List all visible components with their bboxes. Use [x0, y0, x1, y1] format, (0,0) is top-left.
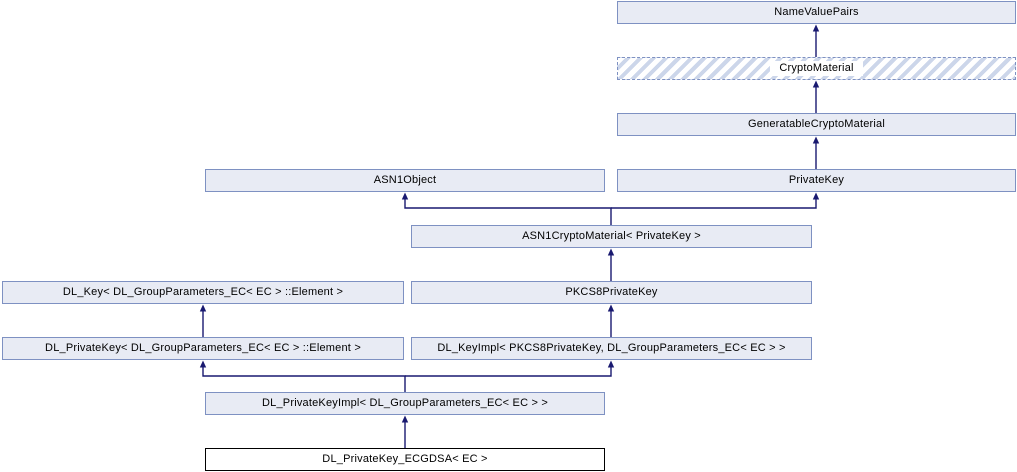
class-node-label: DL_PrivateKeyImpl< DL_GroupParameters_EC… — [262, 397, 548, 409]
class-node-asn1object[interactable]: ASN1Object — [205, 169, 605, 192]
class-node-privatekey[interactable]: PrivateKey — [617, 169, 1016, 192]
class-node-label: GeneratableCryptoMaterial — [747, 118, 886, 130]
class-node-label: ASN1Object — [373, 174, 437, 186]
class-node-label: DL_KeyImpl< PKCS8PrivateKey, DL_GroupPar… — [437, 342, 786, 354]
class-node-cryptomaterial[interactable]: CryptoMaterial — [617, 57, 1016, 80]
class-node-dl-keyimpl[interactable]: DL_KeyImpl< PKCS8PrivateKey, DL_GroupPar… — [411, 337, 812, 360]
class-node-dl-privatekey-ecgdsa: DL_PrivateKey_ECGDSA< EC > — [205, 448, 605, 471]
class-node-label: NameValuePairs — [774, 6, 859, 18]
class-node-label: ASN1CryptoMaterial< PrivateKey > — [522, 230, 701, 242]
class-node-label: DL_PrivateKey_ECGDSA< EC > — [322, 453, 488, 465]
class-node-dl-privatekey[interactable]: DL_PrivateKey< DL_GroupParameters_EC< EC… — [2, 337, 404, 360]
class-node-label: DL_PrivateKey< DL_GroupParameters_EC< EC… — [45, 342, 361, 354]
class-node-label: PrivateKey — [788, 174, 845, 186]
class-node-label: PKCS8PrivateKey — [565, 286, 658, 298]
class-node-generatablecryptomaterial[interactable]: GeneratableCryptoMaterial — [617, 113, 1016, 136]
class-node-label: CryptoMaterial — [770, 61, 863, 76]
class-node-asn1cryptomaterial[interactable]: ASN1CryptoMaterial< PrivateKey > — [411, 225, 812, 248]
class-node-dl-key[interactable]: DL_Key< DL_GroupParameters_EC< EC > ::El… — [2, 281, 404, 304]
class-node-dl-privatekeyimpl[interactable]: DL_PrivateKeyImpl< DL_GroupParameters_EC… — [205, 392, 605, 415]
class-node-namevaluepairs[interactable]: NameValuePairs — [617, 1, 1016, 24]
class-node-pkcs8privatekey[interactable]: PKCS8PrivateKey — [411, 281, 812, 304]
class-node-label: DL_Key< DL_GroupParameters_EC< EC > ::El… — [62, 286, 344, 298]
